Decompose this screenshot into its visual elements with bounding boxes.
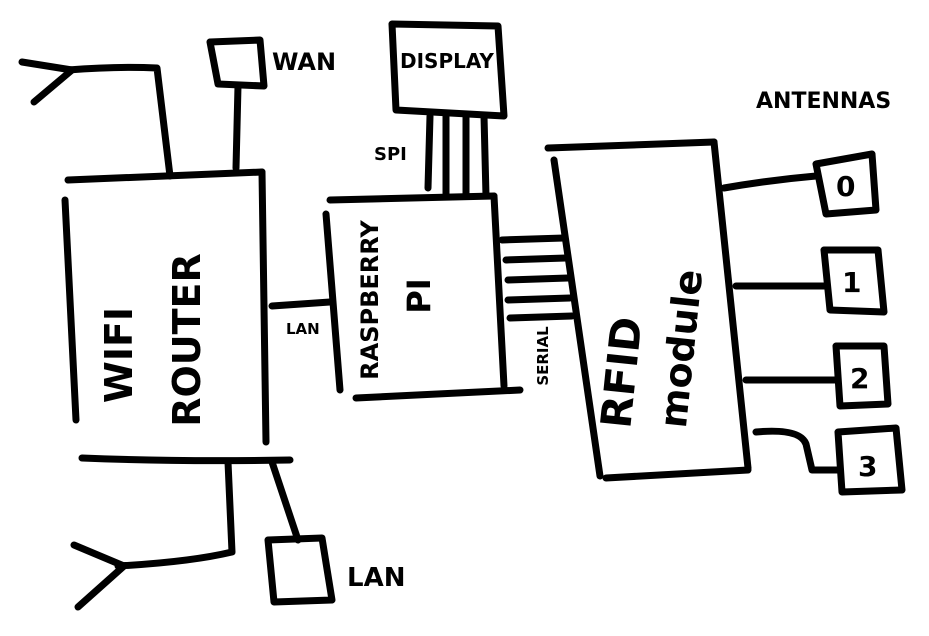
- router-antenna-bottom: [70, 458, 236, 611]
- antennas-label: ANTENNAS: [756, 89, 891, 114]
- wan-label: WAN: [272, 48, 336, 76]
- lan-port-label: LAN: [347, 563, 405, 593]
- spi-bus: SPI: [374, 112, 490, 200]
- antenna-2: 2: [742, 342, 892, 410]
- lan-port: LAN: [264, 458, 405, 606]
- antenna-3: 3: [752, 424, 906, 496]
- router-label-line2: ROUTER: [165, 253, 209, 427]
- raspberry-pi-block: RASPBERRY PI: [322, 192, 524, 402]
- spi-label: SPI: [374, 144, 407, 165]
- antenna-3-label: 3: [858, 450, 877, 483]
- antenna-0-label: 0: [836, 170, 855, 203]
- rfid-module-block: RFID module: [544, 138, 752, 482]
- lan-link-label: LAN: [286, 320, 320, 338]
- rfid-label-line2: module: [651, 267, 711, 429]
- antenna-2-label: 2: [850, 362, 869, 395]
- serial-label: SERIAL: [534, 326, 552, 386]
- antenna-0: 0: [720, 150, 880, 218]
- antenna-1: 1: [732, 246, 888, 316]
- rpi-label-line2: PI: [400, 278, 438, 313]
- lan-link: LAN: [268, 298, 334, 338]
- rfid-label-line1: RFID: [591, 314, 651, 430]
- display-label: DISPLAY: [400, 49, 494, 73]
- serial-bus: SERIAL: [498, 234, 576, 386]
- antenna-1-label: 1: [842, 266, 861, 299]
- router-label-line1: WIFI: [97, 307, 141, 403]
- display-block: DISPLAY: [388, 20, 508, 120]
- wan-port: WAN: [206, 36, 336, 172]
- wifi-router-block: WIFI ROUTER: [61, 168, 294, 465]
- router-antenna-top: [18, 58, 174, 180]
- rpi-label-line1: RASPBERRY: [356, 220, 384, 380]
